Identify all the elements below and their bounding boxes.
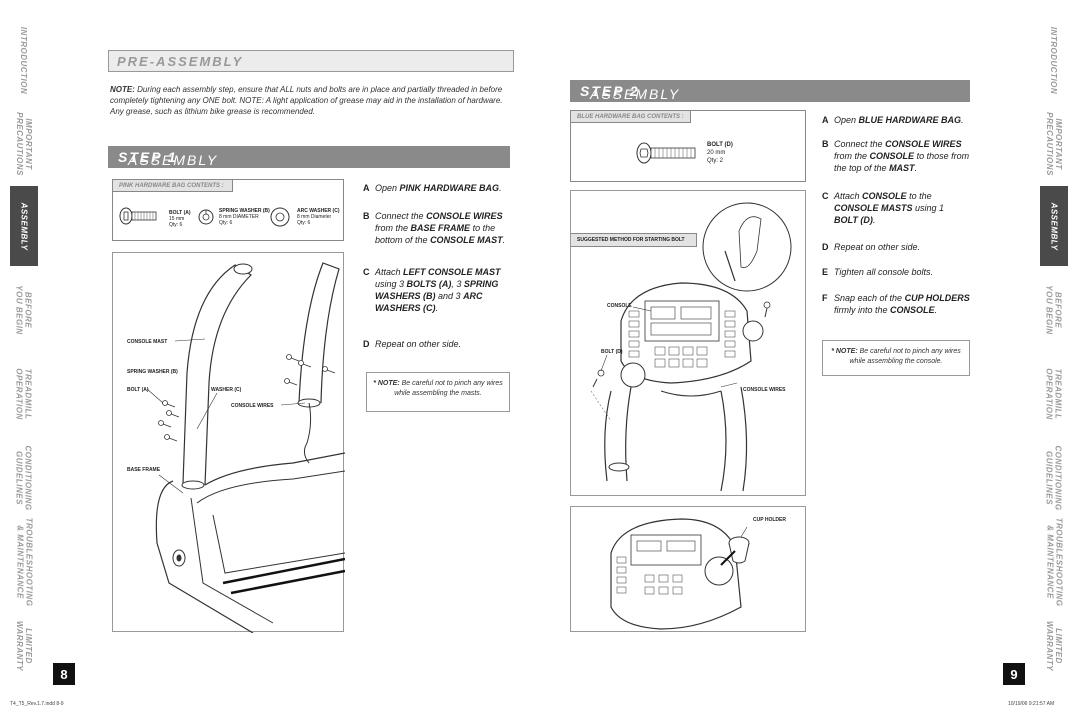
pre-assembly-note: NOTE: During each assembly step, ensure … xyxy=(110,84,514,117)
step1-illustration: CONSOLE MAST SPRING WASHER (B) BOLT (A) … xyxy=(112,252,345,633)
step2-header: ASSEMBLY STEP 2 xyxy=(570,80,970,102)
tab-conditioning-guidelines[interactable]: CONDITIONING GUIDELINES xyxy=(1045,445,1064,511)
footer-timestamp: 10/19/06 9:21:57 AM xyxy=(1008,701,1055,707)
callout-console-wires-right: CONSOLE WIRES xyxy=(743,387,786,393)
note-label: NOTE: xyxy=(110,85,135,94)
tab-treadmill-operation[interactable]: TREADMILL OPERATION xyxy=(1045,368,1063,420)
spring-washer-info: SPRING WASHER (B) 8 mm DIAMETER Qty: 6 xyxy=(219,208,270,226)
tab-introduction[interactable]: INTRODUCTION xyxy=(19,26,29,94)
arc-washer-info: ARC WASHER (C) 8 mm Diameter Qty: 6 xyxy=(297,208,340,226)
console-drawing xyxy=(590,202,792,492)
callout-bolt-d: BOLT (D) xyxy=(601,349,623,355)
step1-header: ASSEMBLY STEP 1 xyxy=(108,146,510,168)
footer-file-info: T4_T5_Rev.1.7.indd 8-9 xyxy=(10,701,64,707)
spring-washer-icon xyxy=(198,209,214,225)
step2-d: D Repeat on other side. xyxy=(822,242,921,252)
cup-holder-illustration: CUP HOLDER xyxy=(570,506,806,632)
tab-important-precautions[interactable]: IMPORTANT PRECAUTIONS xyxy=(1045,112,1064,176)
page-number-left: 8 xyxy=(53,663,75,685)
tab-troubleshooting[interactable]: TROUBLESHOOTING & MAINTENANCE xyxy=(1045,517,1063,607)
callout-base-frame: BASE FRAME xyxy=(127,467,161,473)
bolt-a-icon xyxy=(119,207,157,225)
callout-washer-c: WASHER (C) xyxy=(211,387,242,393)
page-number-right: 9 xyxy=(1003,663,1025,685)
callout-cup-holder: CUP HOLDER xyxy=(753,517,786,523)
tab-assembly[interactable]: ASSEMBLY xyxy=(1040,186,1068,266)
tab-limited-warranty[interactable]: LIMITED WARRANTY xyxy=(15,620,33,672)
tab-before-you-begin[interactable]: BEFORE YOU BEGIN xyxy=(1045,285,1063,335)
callout-console-wires: CONSOLE WIRES xyxy=(231,403,274,409)
tab-assembly[interactable]: ASSEMBLY xyxy=(10,186,38,266)
step1-a: A Open PINK HARDWARE BAG. xyxy=(363,183,502,193)
step2-f: F Snap each of the CUP HOLDERS firmly in… xyxy=(822,293,970,315)
blue-hardware-heading: BLUE HARDWARE BAG CONTENTS : xyxy=(571,111,691,123)
bolt-d-info: BOLT (D) 20 mm Qty: 2 xyxy=(707,142,733,164)
callout-bolt-a: BOLT (A) xyxy=(127,387,149,393)
step2-c: C Attach CONSOLE to the CONSOLE MASTS us… xyxy=(822,191,945,225)
step2-caution-note: * NOTE: Be careful not to pinch any wire… xyxy=(822,340,970,376)
bolt-d-icon xyxy=(636,142,696,164)
tab-limited-warranty[interactable]: LIMITED WARRANTY xyxy=(1045,620,1063,672)
tab-treadmill-operation[interactable]: TREADMILL OPERATION xyxy=(15,368,33,420)
step1-b: B Connect the CONSOLE WIRES from the BAS… xyxy=(363,211,506,245)
step2-illustration: SUGGESTED METHOD FOR STARTING BOLT xyxy=(570,190,806,496)
tab-conditioning-guidelines[interactable]: CONDITIONING GUIDELINES xyxy=(15,445,34,511)
pink-hardware-box: PINK HARDWARE BAG CONTENTS : BOLT (A) 15… xyxy=(112,179,344,241)
pink-hardware-heading: PINK HARDWARE BAG CONTENTS : xyxy=(113,180,233,192)
step1-d: D Repeat on other side. xyxy=(363,339,462,349)
blue-hardware-box: BLUE HARDWARE BAG CONTENTS : BOLT (D) 20… xyxy=(570,110,806,182)
cup-holder-drawing xyxy=(610,518,750,630)
arc-washer-icon xyxy=(270,207,290,227)
callout-console-mast: CONSOLE MAST xyxy=(127,339,168,345)
step2-b: B Connect the CONSOLE WIRES from the CON… xyxy=(822,139,970,173)
step1-caution-note: * NOTE: Be careful not to pinch any wire… xyxy=(366,372,510,412)
step1-c: C Attach LEFT CONSOLE MAST using 3 BOLTS… xyxy=(363,267,501,313)
tab-important-precautions[interactable]: IMPORTANT PRECAUTIONS xyxy=(15,112,34,176)
pre-assembly-header: PRE-ASSEMBLY xyxy=(108,50,514,72)
note-text: During each assembly step, ensure that A… xyxy=(110,85,503,116)
suggested-method-label-box: SUGGESTED METHOD FOR STARTING BOLT xyxy=(571,233,697,247)
callout-spring-washer: SPRING WASHER (B) xyxy=(127,369,178,375)
step2-e: E Tighten all console bolts. xyxy=(822,267,933,277)
bolt-a-info: BOLT (A) 15 mm Qty: 6 xyxy=(169,210,191,228)
tab-troubleshooting[interactable]: TROUBLESHOOTING & MAINTENANCE xyxy=(15,517,33,607)
callout-console: CONSOLE xyxy=(607,303,632,309)
treadmill-frame-drawing xyxy=(146,262,345,633)
step2-a: A Open BLUE HARDWARE BAG. xyxy=(822,115,964,125)
tab-introduction[interactable]: INTRODUCTION xyxy=(1049,26,1059,94)
tab-before-you-begin[interactable]: BEFORE YOU BEGIN xyxy=(15,285,33,335)
